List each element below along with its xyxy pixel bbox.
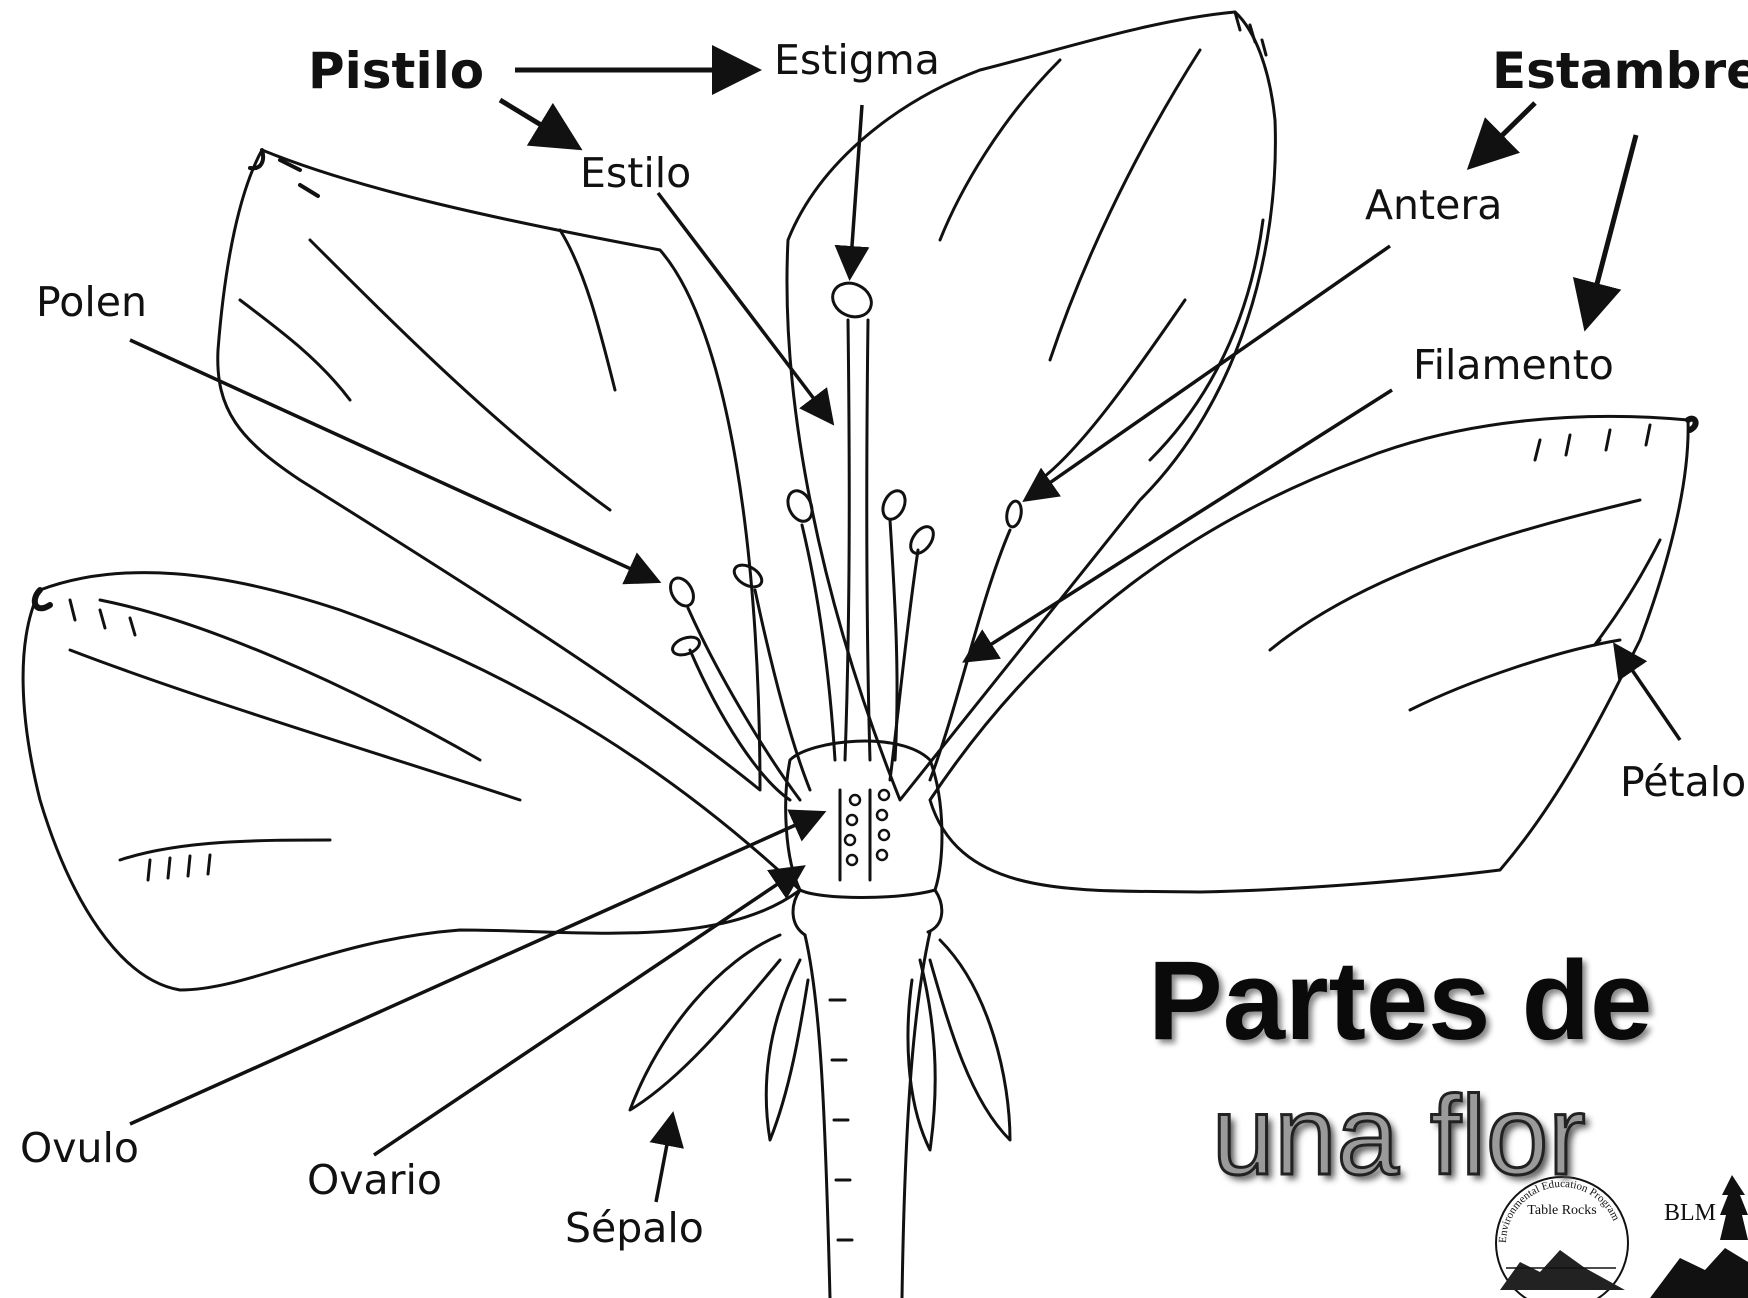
arrow-sepalo <box>656 1118 672 1202</box>
petal-left <box>23 573 800 990</box>
label-estambre: Estambre <box>1492 46 1748 96</box>
arrow-polen <box>130 340 655 580</box>
arrow-ovulo <box>130 814 820 1124</box>
label-ovulo: Ovulo <box>20 1128 139 1169</box>
title-line-2: una flor <box>1212 1080 1586 1192</box>
arrow-estigma <box>850 105 862 274</box>
label-estigma: Estigma <box>774 40 940 81</box>
label-filamento: Filamento <box>1413 345 1614 386</box>
blm-text: BLM <box>1664 1200 1716 1226</box>
label-petalo: Pétalo <box>1620 762 1746 803</box>
blm-logo: BLM <box>1650 1175 1748 1298</box>
style <box>845 320 870 760</box>
sepal-left <box>630 935 780 1110</box>
arrow-estilo <box>658 193 830 420</box>
label-sepalo: Sépalo <box>565 1208 704 1249</box>
label-polen: Polen <box>36 282 147 323</box>
sepal-left-inner <box>766 960 808 1140</box>
label-ovario: Ovario <box>307 1160 442 1201</box>
arrow-antera <box>1028 246 1390 498</box>
label-estilo: Estilo <box>580 153 691 194</box>
arrow-estambre-filamento <box>1587 135 1636 322</box>
title-line-1: Partes de <box>1148 945 1652 1057</box>
arrow-estambre-antera <box>1474 103 1535 163</box>
petal-upper-left <box>218 150 760 790</box>
stigma <box>827 277 877 323</box>
arrow-filamento <box>968 390 1392 659</box>
arrow-pistilo-estilo <box>500 100 574 145</box>
ovules <box>845 790 889 865</box>
eep-center-text: Table Rocks <box>1527 1203 1596 1218</box>
label-pistilo: Pistilo <box>308 46 484 96</box>
label-antera: Antera <box>1365 185 1502 226</box>
arrow-petalo <box>1617 648 1680 740</box>
sepal-right <box>930 940 1010 1140</box>
